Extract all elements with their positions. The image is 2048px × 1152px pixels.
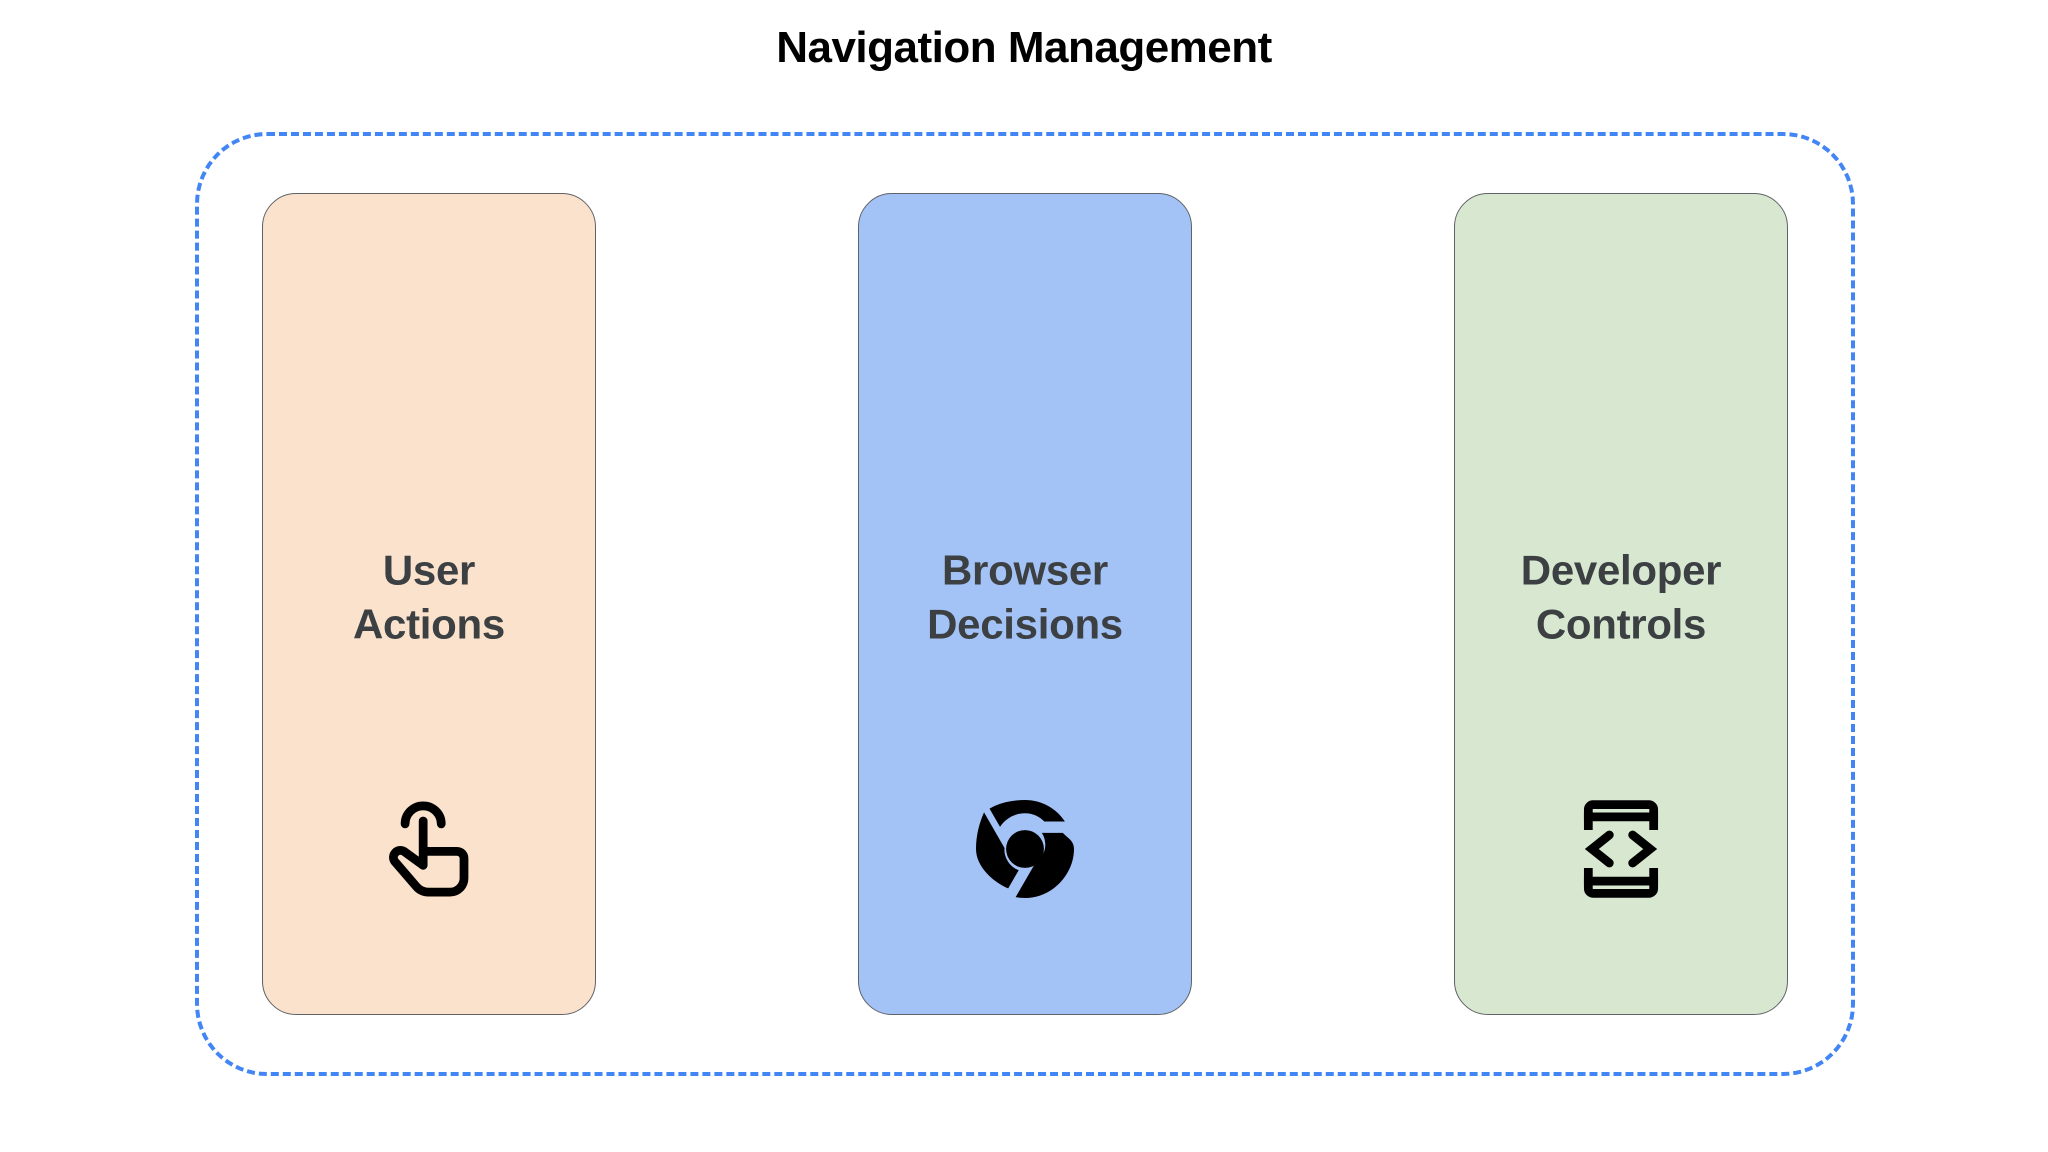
card-user-actions[interactable]: User Actions	[262, 193, 596, 1015]
card-developer-controls-label: Developer Controls	[1520, 546, 1722, 647]
navigation-management-group-boundary	[195, 132, 1855, 1076]
card-user-actions-label: User Actions	[353, 546, 505, 647]
chrome-logo-icon	[969, 793, 1081, 905]
card-browser-decisions[interactable]: Browser Decisions	[858, 193, 1192, 1015]
developer-mode-code-icon	[1565, 793, 1677, 905]
cards-row: User Actions Browser Decisions	[195, 132, 1855, 1076]
page-title: Navigation Management	[776, 23, 1272, 72]
touch-gesture-icon	[373, 793, 485, 905]
card-browser-decisions-label: Browser Decisions	[927, 546, 1123, 647]
card-developer-controls[interactable]: Developer Controls	[1454, 193, 1788, 1015]
